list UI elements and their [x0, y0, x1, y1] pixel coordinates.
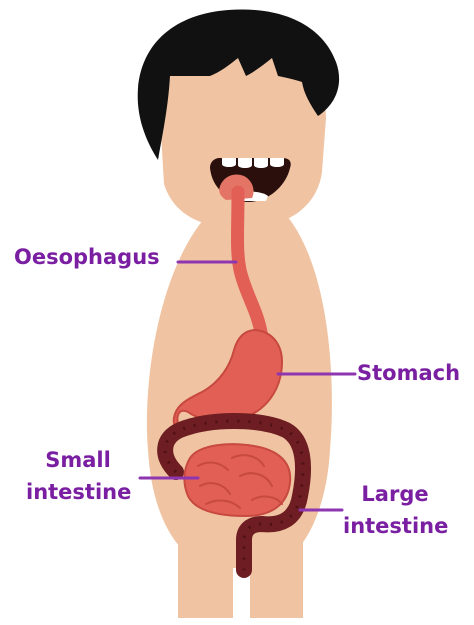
- label-large-intestine-line2: intestine: [343, 510, 447, 542]
- label-large-intestine-line1: Large: [343, 478, 447, 510]
- label-large-intestine: Large intestine: [343, 478, 447, 542]
- label-small-intestine: Small intestine: [26, 444, 130, 508]
- label-small-intestine-line2: intestine: [26, 476, 130, 508]
- label-stomach: Stomach: [357, 357, 460, 389]
- label-oesophagus: Oesophagus: [14, 241, 160, 273]
- label-small-intestine-line1: Small: [26, 444, 130, 476]
